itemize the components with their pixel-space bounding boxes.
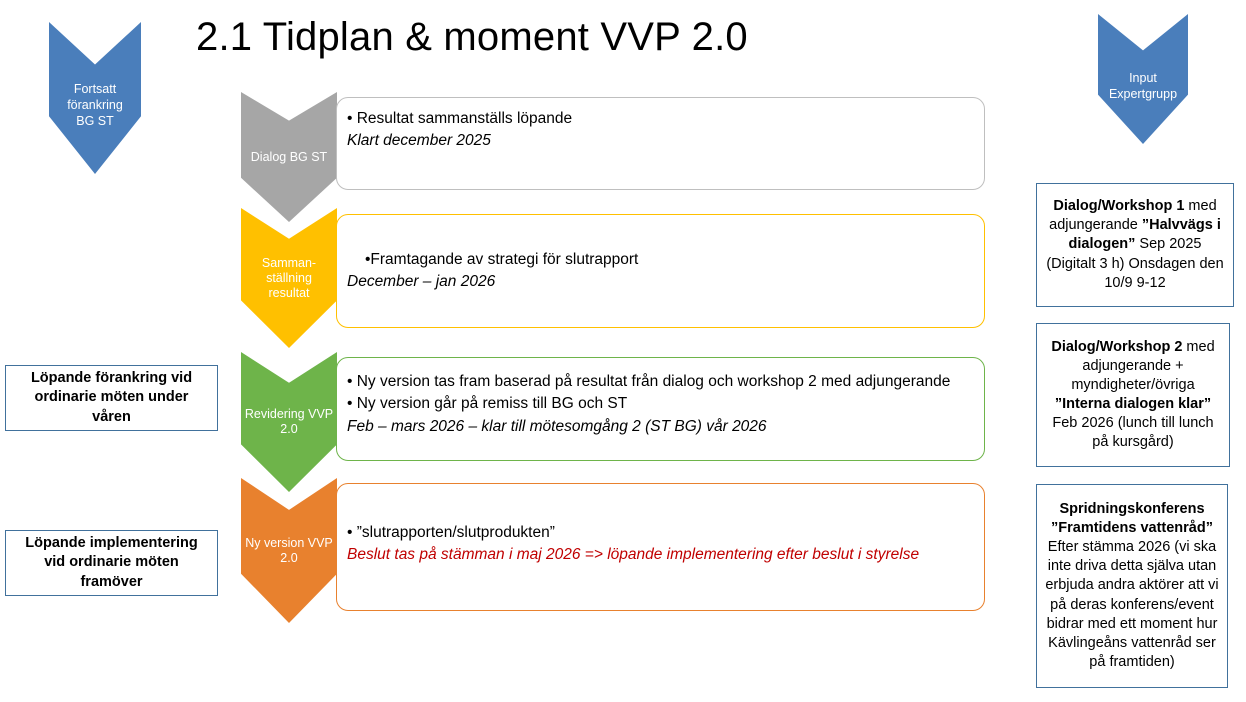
process-box-dialog-bg-st: • Resultat sammanställs löpande Klart de…: [336, 97, 985, 190]
process-chevron-label: Revidering VVP 2.0: [244, 407, 334, 436]
note-text: Löpande implementering vid ordinarie möt…: [25, 535, 198, 590]
process-line: Klart december 2025: [347, 132, 491, 150]
side-chevron-label: Input Expertgrupp: [1108, 70, 1178, 101]
process-line: • ”slutrapporten/slutprodukten”: [347, 524, 555, 541]
process-line: • Ny version går på remiss till BG och S…: [347, 395, 628, 413]
note-box-dialog-workshop-1: Dialog/Workshop 1 med adjungerande ”Halv…: [1036, 183, 1234, 307]
process-chevron-dialog-bg-st: Dialog BG ST: [241, 92, 337, 222]
process-chevron-revidering-vvp: Revidering VVP 2.0: [241, 352, 337, 492]
process-chevron-ny-version-vvp: Ny version VVP 2.0: [241, 478, 337, 623]
process-box-body: •Framtagande av strategi för slutrapport…: [337, 215, 984, 302]
process-line: Beslut tas på stämman i maj 2026 => löpa…: [347, 546, 920, 564]
process-box-body: • ”slutrapporten/slutprodukten” Beslut t…: [337, 484, 984, 575]
process-chevron-label: Samman- ställning resultat: [261, 255, 317, 300]
process-chevron-label: Dialog BG ST: [250, 149, 328, 164]
side-chevron-input-expertgrupp: Input Expertgrupp: [1098, 14, 1188, 144]
note-text: Dialog/Workshop 1 med adjungerande ”Halv…: [1046, 198, 1224, 291]
process-box-body: • Ny version tas fram baserad på resulta…: [337, 358, 984, 446]
process-line: • Ny version tas fram baserad på resulta…: [347, 373, 951, 390]
process-box-revidering-vvp: • Ny version tas fram baserad på resulta…: [336, 357, 985, 461]
process-chevron-label: Ny version VVP 2.0: [245, 535, 333, 565]
process-chevron-sammanstallning-resultat: Samman- ställning resultat: [241, 208, 337, 348]
process-line: • Resultat sammanställs löpande: [347, 110, 573, 127]
note-box-dialog-workshop-2: Dialog/Workshop 2 med adjungerande + myn…: [1036, 323, 1230, 467]
note-text: Löpande förankring vid ordinarie möten u…: [30, 370, 193, 425]
process-line: December – jan 2026: [347, 273, 496, 291]
process-box-ny-version-vvp: • ”slutrapporten/slutprodukten” Beslut t…: [336, 483, 985, 611]
process-box-body: • Resultat sammanställs löpande Klart de…: [337, 98, 984, 161]
process-line: Feb – mars 2026 – klar till mötesomgång …: [347, 417, 767, 435]
note-box-spridningskonferens: Spridningskonferens ”Framtidens vattenrå…: [1036, 484, 1228, 688]
note-text: Dialog/Workshop 2 med adjungerande + myn…: [1051, 338, 1215, 451]
side-chevron-fortsatt-forankring: Fortsatt förankring BG ST: [49, 22, 141, 174]
process-box-sammanstallning-resultat: •Framtagande av strategi för slutrapport…: [336, 214, 985, 328]
note-box-lopande-implementering: Löpande implementering vid ordinarie möt…: [5, 530, 218, 596]
process-line: •Framtagande av strategi för slutrapport: [365, 251, 639, 268]
note-box-lopande-forankring: Löpande förankring vid ordinarie möten u…: [5, 365, 218, 431]
side-chevron-label: Fortsatt förankring BG ST: [67, 81, 123, 129]
page-title: 2.1 Tidplan & moment VVP 2.0: [196, 15, 748, 59]
note-text: Spridningskonferens ”Framtidens vattenrå…: [1045, 500, 1219, 670]
